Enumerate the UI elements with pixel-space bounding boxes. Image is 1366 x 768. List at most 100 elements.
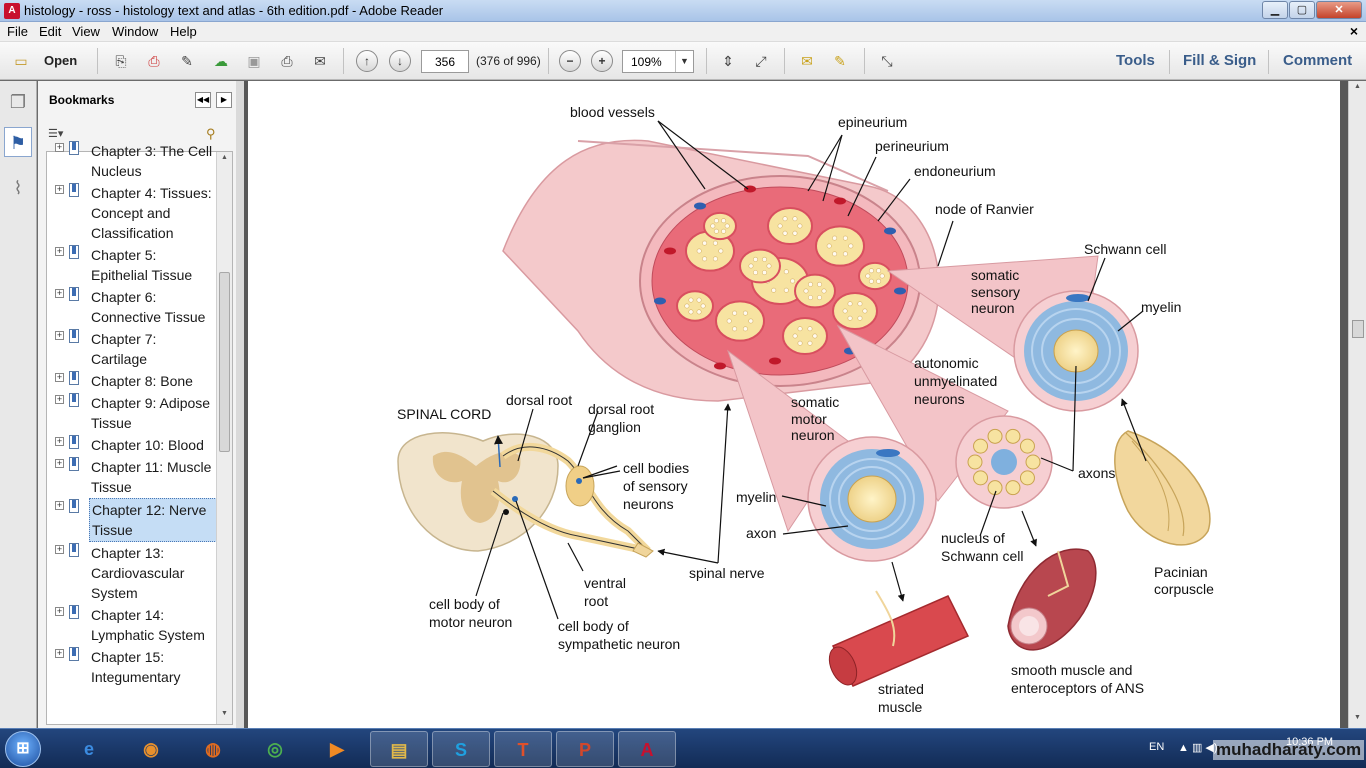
print-icon[interactable]: ⎙ <box>281 53 293 69</box>
attachments-icon[interactable]: ⌇ <box>13 178 23 198</box>
document-scrollbar[interactable]: ▲ ▼ <box>1348 81 1366 728</box>
firefox-icon[interactable]: ◍ <box>205 739 221 759</box>
expand-icon[interactable]: + <box>55 648 64 658</box>
chevron-down-icon[interactable]: ▼ <box>675 51 693 72</box>
zoom-select[interactable]: 109% ▼ <box>622 50 694 73</box>
bookmark-label[interactable]: Chapter 11: Muscle Tissue <box>91 459 212 495</box>
panel-splitter[interactable] <box>236 81 244 728</box>
open-button[interactable]: Open <box>44 53 78 68</box>
bookmark-scrollbar[interactable]: ▲ ▼ <box>216 152 232 724</box>
expand-panel-button[interactable]: ▶ <box>216 92 232 108</box>
email-icon[interactable]: ✉ <box>314 53 326 69</box>
expand-icon[interactable]: + <box>55 458 64 468</box>
page-thumbnails-icon[interactable]: ❐ <box>9 92 27 112</box>
bookmark-label[interactable]: Chapter 15: Integumentary <box>91 649 181 685</box>
skype-icon[interactable]: S <box>432 731 490 767</box>
close-document-button[interactable]: × <box>1349 23 1358 39</box>
bookmark-item[interactable]: + Chapter 13: Cardiovascular System <box>47 542 217 604</box>
adobe-reader-task-icon[interactable]: A <box>618 731 676 767</box>
bookmarks-icon[interactable]: ⚑ <box>4 127 32 157</box>
open-folder-icon[interactable]: ▭ <box>14 53 28 69</box>
upload-cloud-icon[interactable]: ☁ <box>214 53 228 69</box>
zoom-in-button[interactable]: + <box>591 50 613 72</box>
menu-help[interactable]: Help <box>170 24 197 39</box>
bookmark-label[interactable]: Chapter 3: The Cell Nucleus <box>91 143 213 179</box>
zoom-out-button[interactable]: − <box>559 50 581 72</box>
bookmark-label[interactable]: Chapter 6: Connective Tissue <box>91 289 206 325</box>
bookmark-label[interactable]: Chapter 13: Cardiovascular System <box>91 545 185 601</box>
expand-icon[interactable]: + <box>55 184 64 194</box>
tools-pane-link[interactable]: Tools <box>1116 52 1155 69</box>
bookmark-label[interactable]: Chapter 10: Blood <box>91 437 204 453</box>
powerpoint-icon[interactable]: P <box>556 731 614 767</box>
page-number-input[interactable] <box>421 50 469 73</box>
bookmark-item[interactable]: + Chapter 3: The Cell Nucleus <box>47 140 217 182</box>
bookmark-label[interactable]: Chapter 14: Lymphatic System <box>91 607 205 643</box>
bookmark-label[interactable]: Chapter 8: Bone <box>91 373 193 389</box>
previous-page-button[interactable]: ↑ <box>356 50 378 72</box>
edit-pdf-icon[interactable]: ✎ <box>181 53 193 69</box>
expand-icon[interactable]: + <box>55 544 64 554</box>
bookmark-item[interactable]: + Chapter 5: Epithelial Tissue <box>47 244 217 286</box>
language-indicator[interactable]: EN <box>1149 741 1165 753</box>
bookmark-item[interactable]: + Chapter 9: Adipose Tissue <box>47 392 217 434</box>
bookmark-item[interactable]: + Chapter 14: Lymphatic System <box>47 604 217 646</box>
text-app-icon[interactable]: T <box>494 731 552 767</box>
find-bookmark-icon[interactable]: ⚲ <box>206 126 216 141</box>
bookmark-label[interactable]: Chapter 9: Adipose Tissue <box>91 395 211 431</box>
fit-page-icon[interactable]: ⇕ <box>722 53 734 69</box>
minimize-button[interactable]: ▁ <box>1262 1 1288 19</box>
explorer-icon[interactable]: ▤ <box>370 731 428 767</box>
options-menu-icon[interactable]: ☰▾ <box>48 128 64 140</box>
fit-width-icon[interactable]: ⤢ <box>755 53 767 69</box>
menu-window[interactable]: Window <box>112 24 159 39</box>
bookmark-item[interactable]: + Chapter 12: Nerve Tissue <box>47 498 217 542</box>
export-pdf-icon[interactable]: ⎙ <box>148 53 160 69</box>
media-player-icon[interactable]: ▶ <box>330 739 344 759</box>
expand-icon[interactable]: + <box>55 436 64 446</box>
next-page-button[interactable]: ↓ <box>389 50 411 72</box>
expand-icon[interactable]: + <box>55 372 64 382</box>
bookmark-item[interactable]: + Chapter 10: Blood <box>47 434 217 456</box>
expand-icon[interactable]: + <box>55 500 64 510</box>
save-icon[interactable]: ▣ <box>247 53 261 69</box>
document-scroll-thumb[interactable] <box>1352 320 1364 338</box>
comment-icon[interactable]: ✉ <box>801 53 813 69</box>
bookmark-item[interactable]: + Chapter 15: Integumentary <box>47 646 217 688</box>
bookmark-item[interactable]: + Chapter 11: Muscle Tissue <box>47 456 217 498</box>
collapse-panel-button[interactable]: ◀◀ <box>195 92 211 108</box>
close-window-button[interactable]: ✕ <box>1316 1 1362 19</box>
scroll-up-icon[interactable]: ▲ <box>221 154 228 161</box>
expand-icon[interactable]: + <box>55 606 64 616</box>
expand-icon[interactable]: + <box>55 142 64 152</box>
bookmark-item[interactable]: + Chapter 4: Tissues: Concept and Classif… <box>47 182 217 244</box>
expand-icon[interactable]: + <box>55 330 64 340</box>
fullscreen-icon[interactable]: ⤡ <box>881 53 893 69</box>
menu-view[interactable]: View <box>72 24 100 39</box>
expand-icon[interactable]: + <box>55 288 64 298</box>
bookmark-label[interactable]: Chapter 5: Epithelial Tissue <box>91 247 193 283</box>
bookmark-item[interactable]: + Chapter 8: Bone <box>47 370 217 392</box>
menu-edit[interactable]: Edit <box>39 24 62 39</box>
bookmark-item[interactable]: + Chapter 7: Cartilage <box>47 328 217 370</box>
bookmark-label[interactable]: Chapter 12: Nerve Tissue <box>89 498 217 542</box>
highlight-icon[interactable]: ✎ <box>834 53 846 69</box>
fill-sign-pane-link[interactable]: Fill & Sign <box>1183 52 1257 69</box>
bookmark-label[interactable]: Chapter 4: Tissues: Concept and Classifi… <box>91 185 212 241</box>
scroll-down-icon[interactable]: ▼ <box>221 710 228 717</box>
bookmark-item[interactable]: + Chapter 6: Connective Tissue <box>47 286 217 328</box>
scroll-up-icon[interactable]: ▲ <box>1354 83 1361 90</box>
ie-icon[interactable]: e <box>83 739 94 759</box>
menu-file[interactable]: File <box>7 24 28 39</box>
chrome-icon[interactable]: ◎ <box>267 739 283 759</box>
create-pdf-icon[interactable]: ⎘ <box>115 53 127 69</box>
bookmark-label[interactable]: Chapter 7: Cartilage <box>91 331 157 367</box>
bookmark-scroll-thumb[interactable] <box>219 272 230 452</box>
expand-icon[interactable]: + <box>55 246 64 256</box>
windows-start-icon[interactable]: ⊞ <box>5 731 41 767</box>
expand-icon[interactable]: + <box>55 394 64 404</box>
maximize-button[interactable]: ▢ <box>1289 1 1315 19</box>
scroll-down-icon[interactable]: ▼ <box>1354 714 1361 721</box>
comment-pane-link[interactable]: Comment <box>1283 52 1353 69</box>
media-center-icon[interactable]: ◉ <box>143 739 159 759</box>
